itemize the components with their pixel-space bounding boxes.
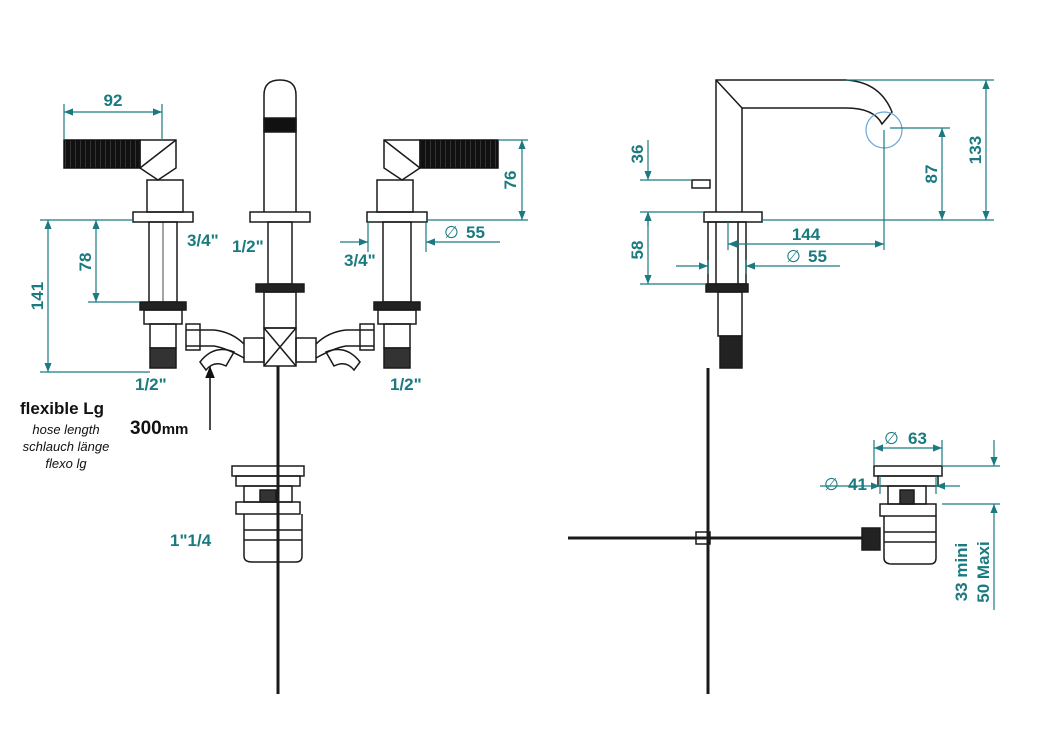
- dim-body-height-label: 78: [76, 253, 95, 272]
- hose-title: flexible Lg: [20, 399, 104, 418]
- hose-note: flexible Lg hose length schlauch länge f…: [20, 399, 188, 471]
- thread-spout-label: 1/2": [232, 237, 264, 256]
- waste-plug-diameter-symbol: ∅: [824, 475, 839, 494]
- dim-reach-label: 144: [792, 225, 821, 244]
- right-valve: [366, 139, 499, 369]
- side-diameter-symbol: ∅: [786, 247, 801, 266]
- waste-thickness-min-label: 33 mini: [952, 543, 971, 602]
- front-view-labels: 92 76 78 141 ∅ 55 3/4" 1/2" 3/4" 1/2" 1/…: [28, 91, 520, 550]
- dim-spout-height-label: 87: [922, 165, 941, 184]
- dim-total-height-label: 141: [28, 282, 47, 310]
- dim-side-body-label: 58: [628, 241, 647, 260]
- dim-handle-width-label: 92: [104, 91, 123, 110]
- waste-top-diameter-symbol: ∅: [884, 429, 899, 448]
- side-view-labels: 36 58 144 ∅ 55 87 133 ∅ 63 ∅ 41 33 mini …: [628, 136, 993, 603]
- front-view: [63, 79, 499, 694]
- waste-thickness-max-label: 50 Maxi: [974, 541, 993, 602]
- thread-left-inlet-label: 1/2": [135, 375, 167, 394]
- left-handle-grip: [63, 139, 141, 169]
- hose-line-fr: flexo lg: [45, 456, 87, 471]
- connector-manifold: [185, 323, 375, 694]
- hose-line-en: hose length: [32, 422, 99, 437]
- dim-waste-plug-diameter-label: 41: [848, 475, 867, 494]
- hose-line-de: schlauch länge: [23, 439, 110, 454]
- right-handle-grip: [419, 139, 499, 169]
- side-view-dimensions: [640, 79, 1000, 610]
- spout-aerator: [263, 117, 297, 133]
- left-valve: [63, 139, 194, 369]
- side-waste: [568, 465, 943, 565]
- dim-diameter-label: 55: [466, 223, 485, 242]
- side-spout: [691, 79, 893, 694]
- dim-waste-top-diameter-label: 63: [908, 429, 927, 448]
- front-view-dimensions: [40, 104, 528, 373]
- spout: [249, 79, 311, 329]
- dim-side-total-height-label: 133: [966, 136, 985, 164]
- waste-assembly: [231, 465, 305, 563]
- diameter-symbol: ∅: [444, 223, 459, 242]
- thread-left-body-label: 3/4": [187, 231, 219, 250]
- dim-side-diameter-label: 55: [808, 247, 827, 266]
- dim-deck-offset-label: 36: [628, 145, 647, 164]
- side-view: [568, 79, 943, 694]
- thread-right-inlet-label: 1/2": [390, 375, 422, 394]
- hose-length-value: 300mm: [130, 418, 188, 439]
- waste-thread-label: 1"1/4: [170, 531, 212, 550]
- dim-valve-height-label: 76: [501, 171, 520, 190]
- thread-right-body-label: 3/4": [344, 251, 376, 270]
